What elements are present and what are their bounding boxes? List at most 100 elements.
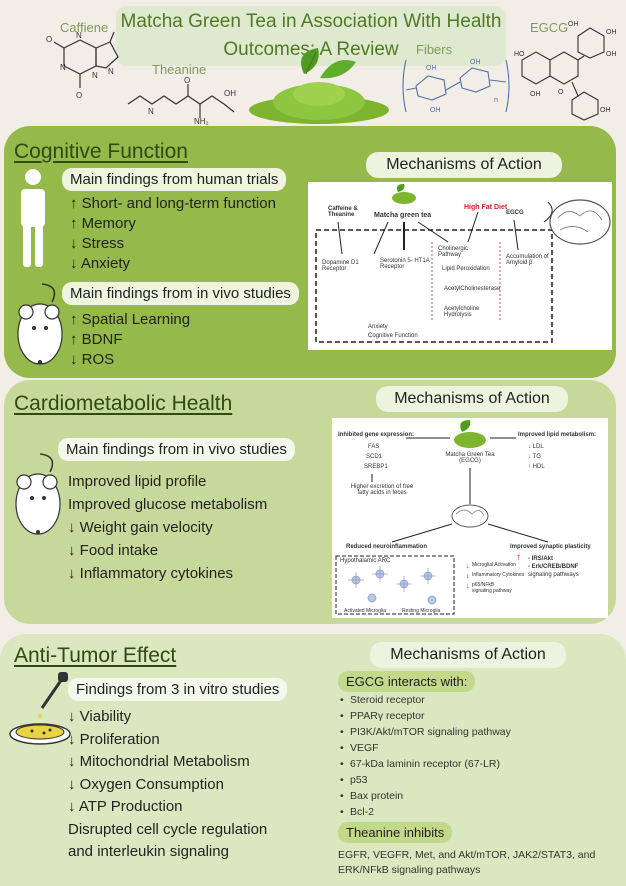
tumor-mech-title: Mechanisms of Action	[370, 642, 566, 668]
ache-node: AcetylCholinesterase	[444, 286, 501, 292]
cardio-title: Cardiometabolic Health	[14, 392, 233, 415]
cardio-finding: Improved glucose metabolism	[68, 496, 268, 513]
matcha-powder-icon	[249, 48, 389, 124]
caffeine-theanine-node: Caffeine & Theanine	[328, 206, 358, 218]
svg-text:↓: ↓	[466, 573, 470, 580]
svg-text:OH: OH	[426, 65, 437, 72]
excretion-node: Higher excretion of free fatty acids in …	[350, 484, 414, 496]
egcg-interaction-list: Steroid receptor PPARγ receptor PI3K/Akt…	[338, 692, 511, 820]
svg-text:OH: OH	[530, 91, 541, 98]
tumor-findings-list: ↓ Viability ↓ Proliferation ↓ Mitochondr…	[68, 706, 267, 864]
mouse-icon	[17, 283, 63, 365]
egcg-label: EGCG	[530, 20, 569, 35]
page-title: Matcha Green Tea in Association With Hea…	[116, 6, 506, 66]
tumor-header: Findings from 3 in vitro studies	[68, 678, 288, 701]
egcg-target: Bcl-2	[338, 804, 511, 820]
scd1-node: SCD1	[366, 454, 383, 460]
svg-text:n: n	[494, 97, 498, 104]
human-trials-header: Main findings from human trials	[62, 168, 287, 191]
dopamine-node: Dopamine D1 Receptor	[322, 260, 359, 272]
cognitive-function-node: Cognitive Function	[368, 333, 418, 339]
hypothalamic-node: Hypothalamic ARC	[340, 558, 391, 564]
human-figure-icon	[21, 169, 45, 267]
tumor-finding: and interleukin signaling	[68, 843, 229, 860]
svg-text:NH₂: NH₂	[194, 117, 209, 126]
egcg-target: p53	[338, 772, 511, 788]
svg-text:O: O	[76, 91, 82, 100]
anxiety-node: Anxiety	[368, 324, 388, 330]
svg-text:↓: ↓	[466, 583, 470, 590]
reduced-neuro-node: Reduced neuroinflammation	[346, 544, 428, 550]
svg-text:OH: OH	[606, 51, 617, 58]
cardio-mechanism-diagram: ↓ ↓ ↓ ↑ Inhibited gene expression: FAS S…	[332, 418, 608, 618]
svg-text:OH: OH	[470, 59, 481, 66]
vivo-findings-list: ↑ Spatial Learning ↑ BDNF ↓ ROS	[70, 310, 190, 370]
cardio-vivo-header: Main findings from in vivo studies	[58, 438, 295, 461]
svg-text:OH: OH	[600, 107, 611, 114]
matcha-node: Matcha green tea	[374, 212, 432, 219]
tumor-finding: ↓ Proliferation	[68, 730, 160, 748]
ach-hydrolysis-node: Acetylcholine Hydrolysis	[444, 306, 480, 318]
irs-akt-node: - IRS/Akt	[528, 556, 554, 562]
caffeine-label: Caffiene	[60, 20, 109, 35]
theanine-text-line: EGFR, VEGFR, Met, and Akt/mTOR, JAK2/STA…	[338, 849, 596, 861]
svg-text:N: N	[148, 107, 154, 116]
cognitive-title: Cognitive Function	[14, 140, 188, 163]
cognitive-diagram-lines	[315, 184, 611, 343]
cardio-findings-list: Improved lipid profile Improved glucose …	[68, 470, 267, 585]
svg-text:N: N	[108, 67, 114, 76]
tumor-finding: Disrupted cell cycle regulation	[68, 820, 268, 838]
mouse-icon	[15, 453, 61, 535]
theanine-text-line: ERK/NFkB signaling pathways	[338, 864, 481, 876]
cardio-finding: Improved lipid profile	[68, 473, 207, 490]
tg-node: ↓ TG	[528, 454, 541, 460]
cardio-finding: ↓ Food intake	[68, 542, 159, 559]
human-finding: ↑ Memory	[70, 215, 136, 232]
egcg-target: Steroid receptor	[338, 692, 511, 708]
svg-text:OH: OH	[430, 107, 441, 114]
amyloid-node: Accumulation of Amyloid β	[506, 254, 549, 266]
egcg-target: Bax protein	[338, 788, 511, 804]
svg-text:O: O	[558, 89, 564, 96]
cholinergic-node: Cholinergic Pathway	[438, 246, 469, 258]
vivo-findings-header: Main findings from in vivo studies	[62, 282, 299, 305]
cardio-mech-title: Mechanisms of Action	[376, 386, 568, 412]
human-finding: ↓ Anxiety	[70, 255, 131, 272]
egcg-target: PPARγ receptor	[338, 708, 511, 724]
tumor-section	[0, 634, 626, 886]
tumor-finding: ↓ Mitochondrial Metabolism	[68, 753, 250, 770]
srebp1-node: SREBP1	[364, 464, 388, 470]
human-finding: ↑ Short- and long-term function	[70, 195, 276, 212]
fas-node: FAS	[368, 444, 380, 450]
fibers-structure-icon: OH OH OH n	[402, 59, 510, 114]
svg-text:↑: ↑	[516, 552, 521, 563]
theanine-label: Theanine	[152, 62, 207, 77]
p65-node: p65/NFkB signaling pathway	[472, 582, 512, 594]
svg-text:O: O	[46, 35, 52, 44]
signaling-node: signaling pathways	[528, 572, 579, 578]
svg-text:↓: ↓	[466, 563, 470, 570]
vivo-finding: ↓ ROS	[70, 351, 115, 368]
inflam-cyto-node: Inflammatory Cytokines	[472, 572, 525, 578]
tumor-title: Anti-Tumor Effect	[14, 644, 177, 667]
svg-text:N: N	[76, 31, 82, 40]
cardio-diagram-lines: ↓ ↓ ↓ ↑	[335, 420, 549, 615]
svg-text:OH: OH	[568, 21, 579, 28]
vivo-finding: ↑ Spatial Learning	[70, 311, 191, 328]
cardio-finding: ↓ Inflammatory cytokines	[68, 565, 234, 582]
high-fat-node: High Fat Diet	[464, 204, 508, 211]
svg-text:N: N	[92, 71, 98, 80]
egcg-node: EGCG	[506, 210, 524, 216]
microglial-node: Microglial Activation	[472, 562, 516, 568]
title-line-1: Matcha Green Tea in Association With Hea…	[120, 11, 502, 32]
theanine-header: Theanine inhibits	[338, 822, 453, 843]
petri-dish-pipette-icon	[9, 672, 71, 745]
tumor-finding: ↓ ATP Production	[68, 798, 183, 815]
svg-text:N: N	[60, 63, 66, 72]
caffeine-structure-icon: N N N N O O	[46, 31, 119, 100]
cognitive-mechanism-diagram: Caffeine & Theanine Matcha green tea Hig…	[308, 182, 612, 350]
erk-creb-node: - Erk/CREB/BDNF	[528, 564, 579, 570]
activated-microglia-node: Activated Microglia	[344, 608, 386, 614]
improved-lipid-node: Improved lipid metabolism:	[518, 432, 597, 438]
